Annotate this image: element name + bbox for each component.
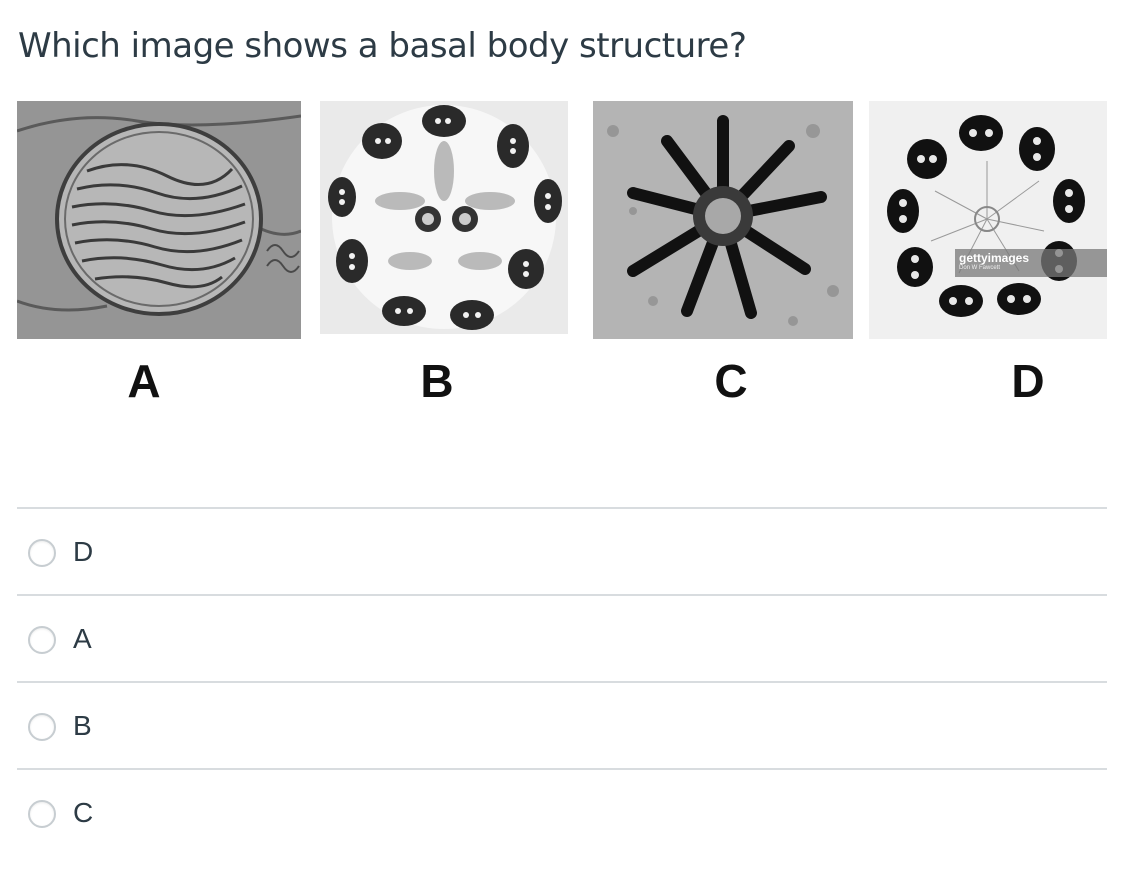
watermark-brand: gettyimages bbox=[959, 251, 1030, 265]
question-text: Which image shows a basal body structure… bbox=[18, 26, 747, 66]
figure-label-b: B bbox=[420, 355, 454, 407]
radio-button[interactable] bbox=[28, 713, 56, 741]
answer-option[interactable]: D bbox=[17, 507, 1107, 594]
radio-button[interactable] bbox=[28, 539, 56, 567]
question-figure: gettyimages Don W Fawcett A B C D bbox=[0, 0, 1130, 420]
answer-option[interactable]: A bbox=[17, 594, 1107, 681]
micrograph-d: gettyimages Don W Fawcett bbox=[869, 101, 1107, 339]
answer-label[interactable]: B bbox=[73, 710, 92, 741]
figure-label-a: A bbox=[127, 355, 161, 407]
micrograph-a bbox=[17, 101, 301, 339]
radio-button[interactable] bbox=[28, 626, 56, 654]
answer-list: D A B C bbox=[17, 507, 1107, 855]
answer-option[interactable]: B bbox=[17, 681, 1107, 768]
micrograph-b bbox=[320, 101, 568, 334]
watermark-credit: Don W Fawcett bbox=[959, 265, 1001, 271]
micrograph-c bbox=[593, 101, 853, 339]
answer-label[interactable]: C bbox=[73, 797, 94, 828]
figure-label-d: D bbox=[1011, 355, 1045, 407]
answer-label[interactable]: A bbox=[73, 623, 92, 654]
answer-label[interactable]: D bbox=[73, 536, 94, 567]
figure-label-c: C bbox=[714, 355, 748, 407]
getty-watermark: gettyimages Don W Fawcett bbox=[955, 249, 1107, 277]
radio-button[interactable] bbox=[28, 800, 56, 828]
answer-option[interactable]: C bbox=[17, 768, 1107, 855]
